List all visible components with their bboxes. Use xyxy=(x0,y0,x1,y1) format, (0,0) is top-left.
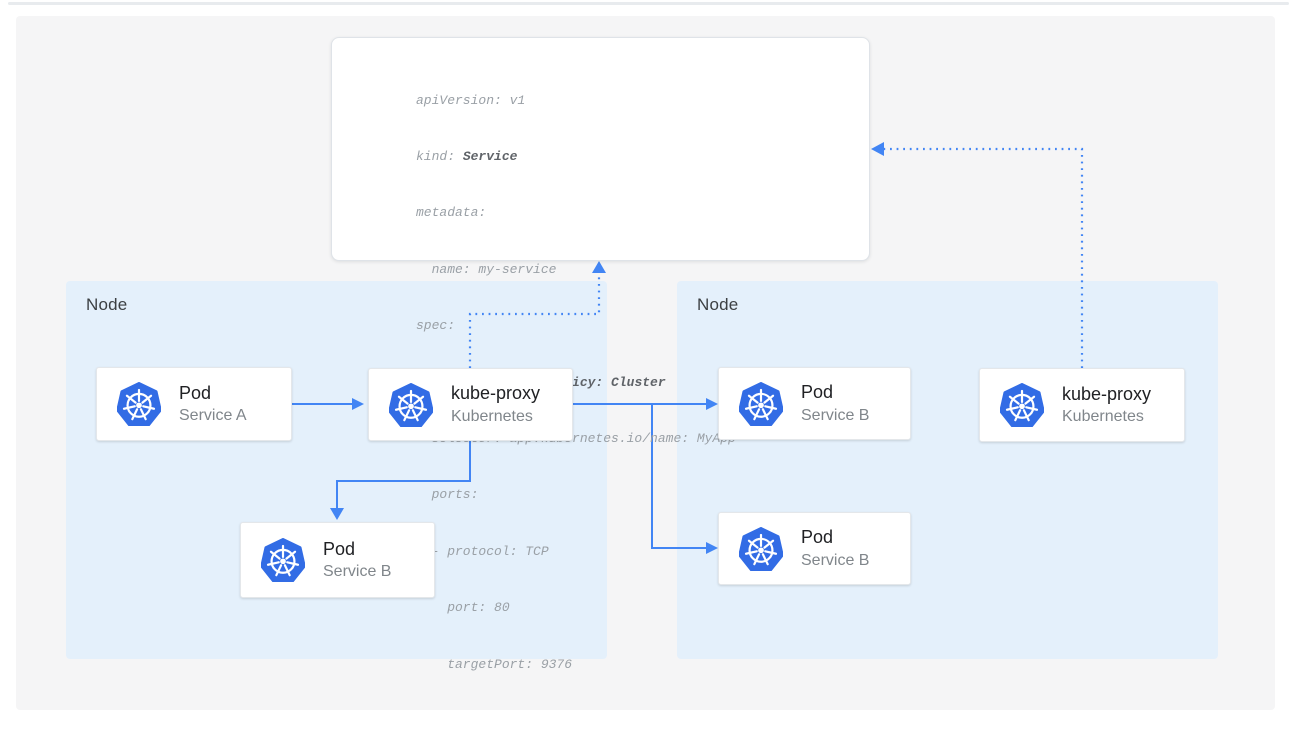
service-yaml-card: apiVersion: v1 kind: Service metadata: n… xyxy=(331,37,870,672)
card-subtitle: Kubernetes xyxy=(1062,408,1144,426)
yaml-line: ports: xyxy=(416,487,479,503)
card-subtitle: Service A xyxy=(179,407,247,425)
yaml-line: targetPort: 9376 xyxy=(416,656,573,672)
yaml-line: apiVersion: v1 xyxy=(416,92,526,108)
node-label: Node xyxy=(697,295,739,314)
card-title: Pod xyxy=(323,538,356,559)
kube-proxy-card-right: kube-proxy Kubernetes xyxy=(979,368,1185,442)
card-subtitle: Service B xyxy=(801,406,870,424)
yaml-line: metadata: xyxy=(416,205,487,221)
kubernetes-icon xyxy=(739,527,783,571)
kube-proxy-card-left: kube-proxy Kubernetes xyxy=(368,368,573,441)
card-subtitle: Kubernetes xyxy=(451,407,533,425)
kubernetes-icon xyxy=(739,382,783,426)
top-divider xyxy=(8,2,1289,5)
card-title: kube-proxy xyxy=(1062,383,1152,404)
card-title: Pod xyxy=(179,382,212,403)
kubernetes-icon xyxy=(389,383,433,427)
node-label: Node xyxy=(86,295,128,314)
pod-card-service-a: Pod Service A xyxy=(96,367,292,441)
card-subtitle: Service B xyxy=(323,563,392,581)
yaml-line: - protocol: TCP xyxy=(416,543,549,559)
yaml-line: kind: Service xyxy=(416,148,518,164)
yaml-line: name: my-service xyxy=(416,261,557,277)
kubernetes-icon xyxy=(1000,383,1044,427)
yaml-line: spec: xyxy=(416,318,456,334)
card-title: kube-proxy xyxy=(451,383,541,404)
kubernetes-icon xyxy=(117,382,161,426)
card-title: Pod xyxy=(801,382,834,403)
card-title: Pod xyxy=(801,527,834,548)
card-subtitle: Service B xyxy=(801,551,870,569)
pod-card-service-b-left: Pod Service B xyxy=(240,522,435,598)
pod-card-service-b-right-bottom: Pod Service B xyxy=(718,512,911,585)
kubernetes-icon xyxy=(261,538,305,582)
pod-card-service-b-right-top: Pod Service B xyxy=(718,367,911,440)
yaml-line: port: 80 xyxy=(416,600,510,616)
